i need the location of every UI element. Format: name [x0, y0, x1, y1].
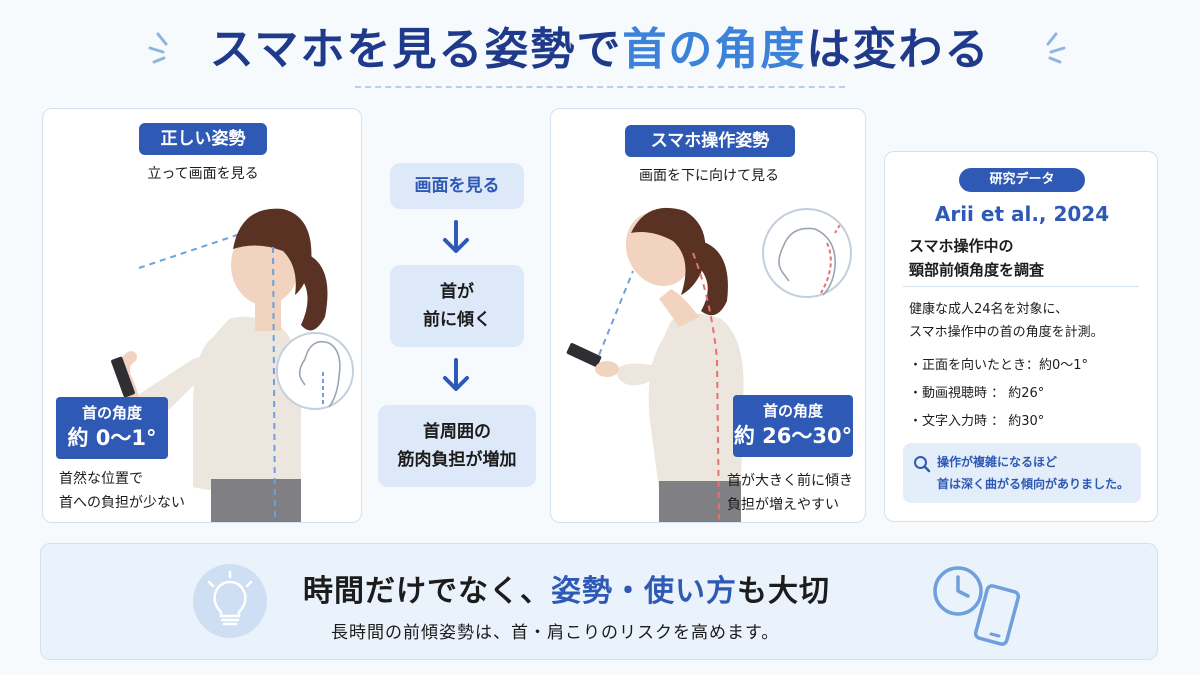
flow-step-look-screen: 画面を見る: [390, 163, 524, 209]
research-insight-line-2: 首は深く曲がる傾向がありました。: [937, 477, 1130, 491]
correct-posture-note: 首然な位置で 首への負担が少ない: [59, 467, 185, 515]
banner-headline-post: も大切: [737, 574, 830, 609]
correct-angle-box: 首の角度 約 0〜1°: [56, 397, 168, 459]
sparkle-lines-icon: [1046, 32, 1066, 64]
title-part-3: は変わる: [806, 24, 991, 75]
correct-angle-value: 約 0〜1°: [67, 426, 157, 450]
research-divider: [903, 286, 1139, 287]
phone-angle-box: 首の角度 約 26〜30°: [733, 395, 853, 457]
title-highlight: 首の角度: [622, 24, 807, 75]
correct-posture-subtitle: 立って画面を見る: [147, 166, 259, 182]
title-divider: [355, 86, 845, 88]
research-tag: 研究データ: [959, 168, 1085, 192]
phone-posture-panel: スマホ操作姿勢 画面を下に向けて見る 首の角度 約 26〜30° 首が大きく前: [550, 108, 866, 523]
flow-step-3-line-1: 首周囲の: [423, 422, 491, 442]
research-result-item: ・動画視聴時 ： 約26°: [909, 386, 1045, 401]
bending-woman-illustration: [566, 207, 852, 522]
research-heading-line-1: スマホ操作中の: [909, 237, 1014, 255]
lightbulb-icon: [193, 564, 267, 638]
research-citation: Arii et al., 2024: [934, 202, 1110, 226]
phone-note-line-1: 首が大きく前に傾き: [727, 473, 853, 489]
phone-angle-value: 約 26〜30°: [733, 424, 853, 448]
research-result-item: ・正面を向いたとき：約0〜1°: [909, 358, 1089, 373]
phone-posture-label: スマホ操作姿勢: [625, 125, 795, 157]
research-insight-box: 操作が複雑になるほど 首は深く曲がる傾向がありました。: [903, 443, 1141, 503]
research-heading: スマホ操作中の 頸部前傾角度を調査: [909, 234, 1044, 282]
banner-headline-pre: 時間だけでなく、: [303, 574, 551, 609]
research-data-card: 研究データ Arii et al., 2024 スマホ操作中の 頸部前傾角度を調…: [884, 151, 1158, 522]
phone-angle-label: 首の角度: [762, 402, 823, 420]
title-part-1: スマホを見る姿勢で: [209, 24, 623, 75]
flow-step-2-line-2: 前に傾く: [423, 310, 491, 330]
research-insight-line-1: 操作が複雑になるほど: [937, 455, 1058, 469]
research-heading-line-2: 頸部前傾角度を調査: [909, 261, 1045, 279]
page-title: スマホを見る姿勢で首の角度は変わる: [0, 22, 1200, 78]
correct-angle-label: 首の角度: [81, 404, 142, 422]
research-result-item: ・文字入力時 ： 約30°: [909, 414, 1045, 429]
research-body: 健康な成人24名を対象に、 スマホ操作中の首の角度を計測。: [909, 298, 1104, 344]
research-results-list: ・正面を向いたとき：約0〜1° ・動画視聴時 ： 約26° ・文字入力時 ： 約…: [909, 352, 1088, 436]
correct-note-line-1: 首然な位置で: [59, 471, 143, 487]
banner-subtext: 長時間の前傾姿勢は、首・肩こりのリスクを高めます。: [331, 623, 780, 643]
research-insight-text: 操作が複雑になるほど 首は深く曲がる傾向がありました。: [937, 451, 1129, 495]
banner-headline-highlight: 姿勢・使い方: [551, 574, 737, 609]
research-body-line-1: 健康な成人24名を対象に、: [909, 302, 1069, 317]
standing-woman-illustration: [111, 208, 354, 522]
summary-banner: 時間だけでなく、姿勢・使い方も大切 長時間の前傾姿勢は、首・肩こりのリスクを高め…: [40, 543, 1158, 660]
flow-step-muscle-load: 首周囲の 筋肉負担が増加: [378, 405, 536, 487]
banner-headline: 時間だけでなく、姿勢・使い方も大切: [303, 566, 830, 610]
correct-note-line-2: 首への負担が少ない: [59, 495, 185, 511]
phone-posture-subtitle: 画面を下に向けて見る: [639, 168, 779, 184]
phone-posture-note: 首が大きく前に傾き 負担が増えやすい: [727, 469, 853, 517]
arrow-down-icon: [443, 220, 469, 253]
flow-step-1-label: 画面を見る: [414, 176, 500, 196]
magnifier-icon: [914, 456, 931, 473]
correct-posture-panel: 正しい姿勢 立って画面を見る 首の角度 約 0〜1° 首然な位置で 首への負担が: [42, 108, 362, 523]
research-body-line-2: スマホ操作中の首の角度を計測。: [909, 325, 1104, 340]
correct-posture-label: 正しい姿勢: [139, 123, 267, 155]
flow-step-3-line-2: 筋肉負担が増加: [397, 450, 517, 470]
phone-note-line-2: 負担が増えやすい: [727, 497, 839, 513]
flow-step-neck-tilts: 首が 前に傾く: [390, 265, 524, 347]
flow-step-2-line-1: 首が: [440, 282, 474, 302]
sparkle-lines-icon: [148, 32, 168, 64]
clock-icon: [933, 566, 983, 616]
arrow-down-icon: [443, 358, 469, 391]
smartphone-icon: [973, 584, 1021, 646]
